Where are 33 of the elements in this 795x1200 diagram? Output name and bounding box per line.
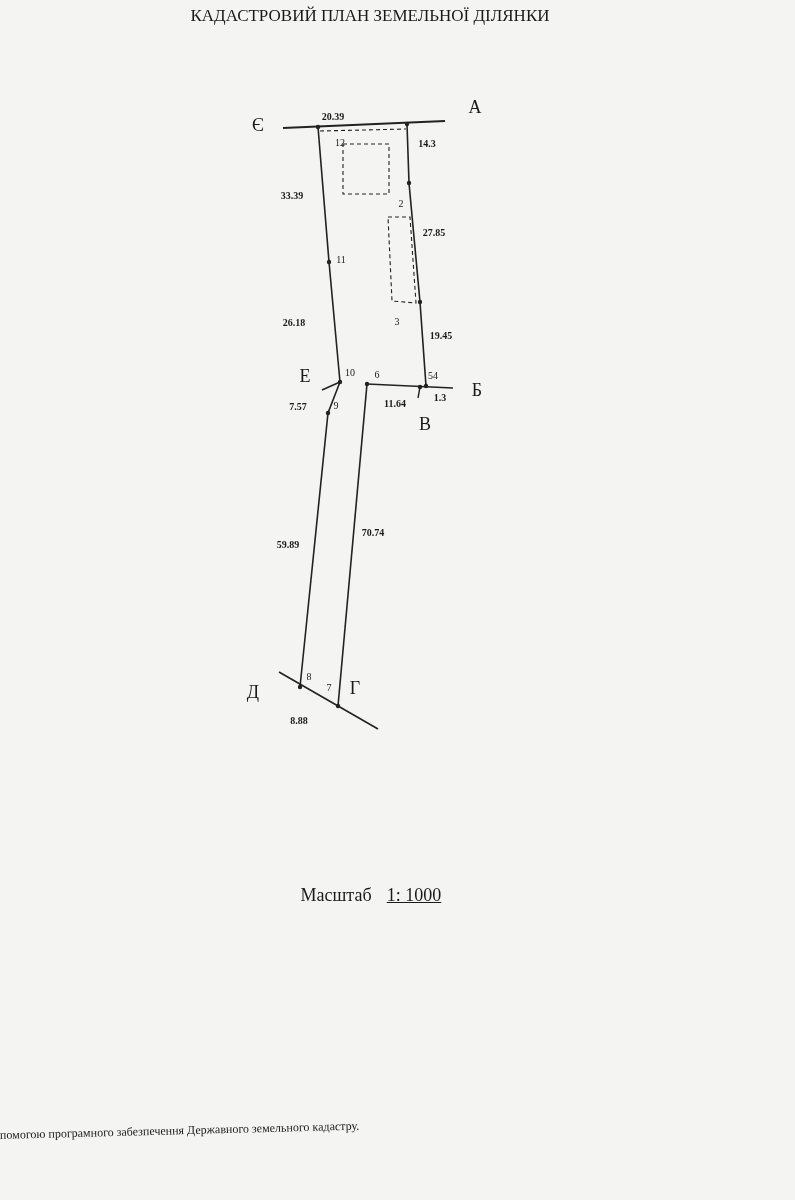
point-number: 11 [336,255,346,265]
point-number: 12 [335,138,345,148]
footer-note: помогою програмного забезпечення Державного земельного кадастру. [0,1119,360,1141]
point-number: 10 [345,368,355,378]
dimension-label: 14.3 [418,139,436,149]
dimension-label: 26.18 [282,318,306,328]
dimension-label: 20.39 [321,112,345,122]
corner-letter: Б [471,381,483,399]
scale-label: Масштаб [300,886,372,904]
corner-letter: А [468,98,482,116]
scale-value: 1: 1000 [386,886,442,904]
corner-letter: Е [299,367,311,385]
point-number: 54 [428,371,438,381]
page-title: КАДАСТРОВИЙ ПЛАН ЗЕМЕЛЬНОЇ ДІЛЯНКИ [190,6,550,24]
dimension-label: 11.64 [384,399,406,409]
corner-letter: Г [349,679,361,697]
dimension-label: 1.3 [433,393,447,403]
point-number: 6 [374,370,380,380]
corner-letter: В [419,415,431,433]
dimension-label: 19.45 [429,331,453,341]
point-number: 8 [306,672,312,682]
point-number: 9 [333,401,339,411]
dimension-label: 7.57 [289,402,307,412]
corner-letter: Є [252,116,264,134]
point-number: 3 [394,317,400,327]
dimension-label: 59.89 [276,540,300,550]
dimension-label: 70.74 [361,528,385,538]
point-number: 2 [398,199,404,209]
corner-letter: Д [246,683,260,701]
dimension-label: 33.39 [280,191,304,201]
dimension-label: 8.88 [290,716,308,726]
point-number: 7 [326,683,332,693]
dimension-label: 27.85 [422,228,446,238]
